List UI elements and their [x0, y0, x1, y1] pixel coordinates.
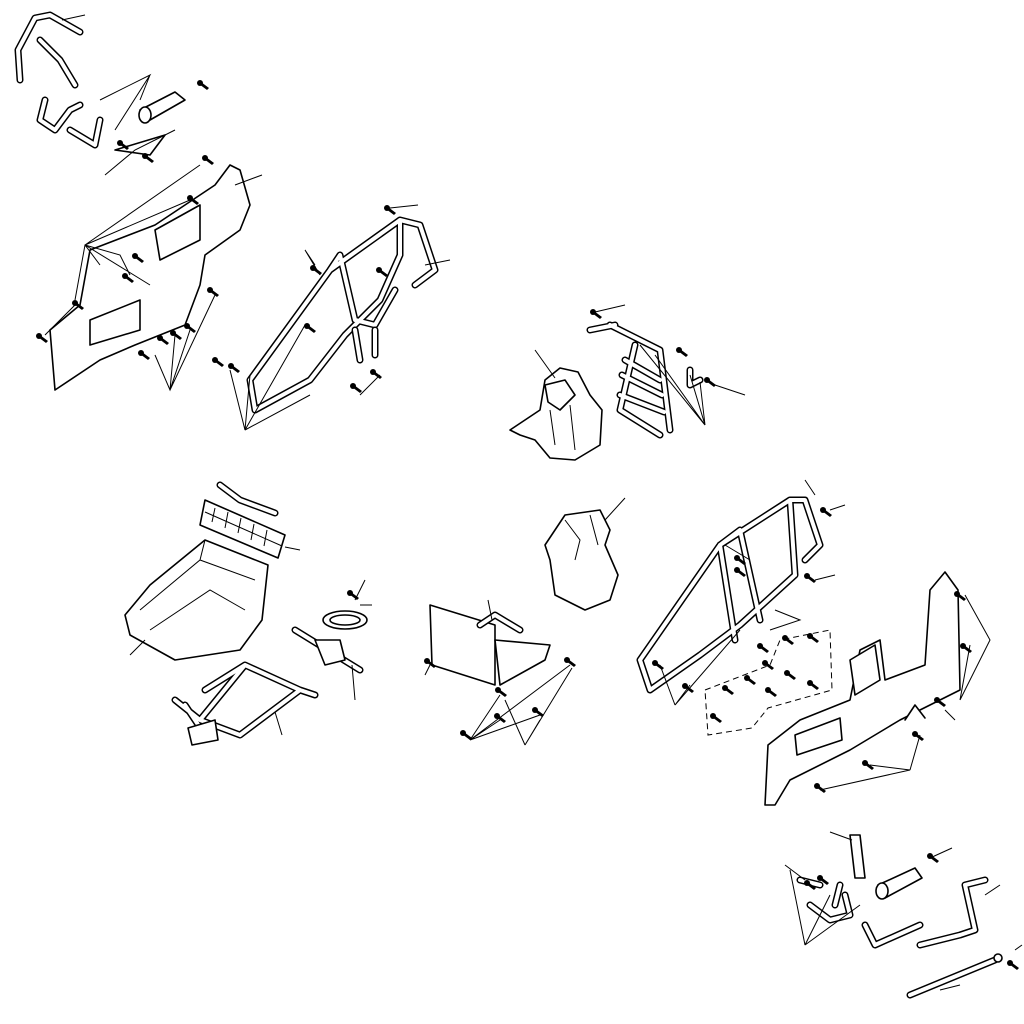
driver-figure	[509, 349, 603, 461]
exhaust-pipes-top-left	[36, 73, 209, 176]
front-cowl	[124, 481, 301, 661]
roll-cage-right	[636, 479, 846, 736]
side-panel-right	[764, 571, 991, 806]
roll-bar-hoop-top-left	[14, 11, 86, 89]
front-chassis	[171, 661, 319, 746]
exhaust-pipes-bottom-right	[784, 831, 1023, 999]
base-plate	[424, 599, 576, 746]
steering-wheel	[291, 579, 372, 701]
roll-cage-left	[212, 204, 451, 431]
side-panel-left	[36, 155, 263, 392]
seat-frame	[586, 304, 746, 439]
body-panel-center	[544, 497, 626, 611]
